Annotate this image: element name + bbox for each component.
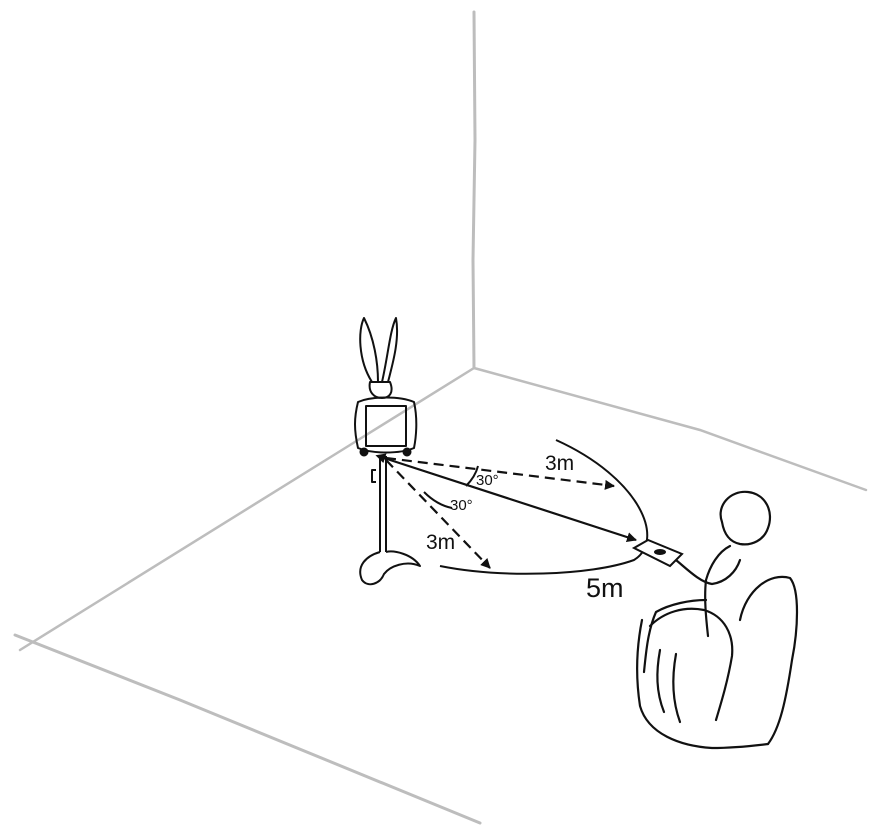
remote-button	[654, 549, 666, 555]
robot-stand-pole	[379, 456, 387, 552]
robot-stand-base	[359, 550, 421, 586]
room-vertical-corner	[471, 10, 477, 370]
range-label-center: 5m	[586, 573, 624, 603]
robot-device	[354, 317, 421, 586]
angle-label-upper: 30°	[476, 472, 499, 489]
armchair-back	[738, 575, 799, 746]
center-range-line	[375, 453, 637, 542]
floor-left-edge	[18, 366, 476, 652]
range-label-lower: 3m	[426, 531, 455, 554]
person-torso	[704, 544, 732, 638]
robot-ear-right	[381, 317, 399, 383]
floor-front-edge	[13, 633, 482, 825]
robot-ear-left	[359, 317, 379, 383]
angle-arc-lower	[423, 491, 453, 509]
signal-lines	[375, 453, 637, 569]
robot-button-right	[402, 447, 412, 457]
robot-head	[368, 381, 393, 399]
angle-label-lower: 30°	[450, 497, 473, 514]
floor-right-edge	[472, 366, 868, 492]
robot-body-frame	[354, 396, 418, 454]
lower-range-line	[385, 459, 491, 569]
robot-stand-clamp	[371, 469, 376, 483]
robot-screen	[365, 405, 407, 447]
upper-range-line	[385, 456, 615, 490]
seated-person	[636, 490, 799, 750]
robot-button-left	[359, 447, 369, 457]
room-outline	[13, 10, 868, 825]
armchair-armrest	[648, 607, 734, 722]
range-label-upper: 3m	[545, 452, 574, 475]
person-arm-back	[642, 598, 708, 674]
armchair-seat	[636, 618, 770, 750]
person-head	[719, 490, 772, 546]
person-legs	[656, 648, 682, 724]
remote-control	[631, 538, 684, 568]
person-arm	[674, 558, 742, 586]
